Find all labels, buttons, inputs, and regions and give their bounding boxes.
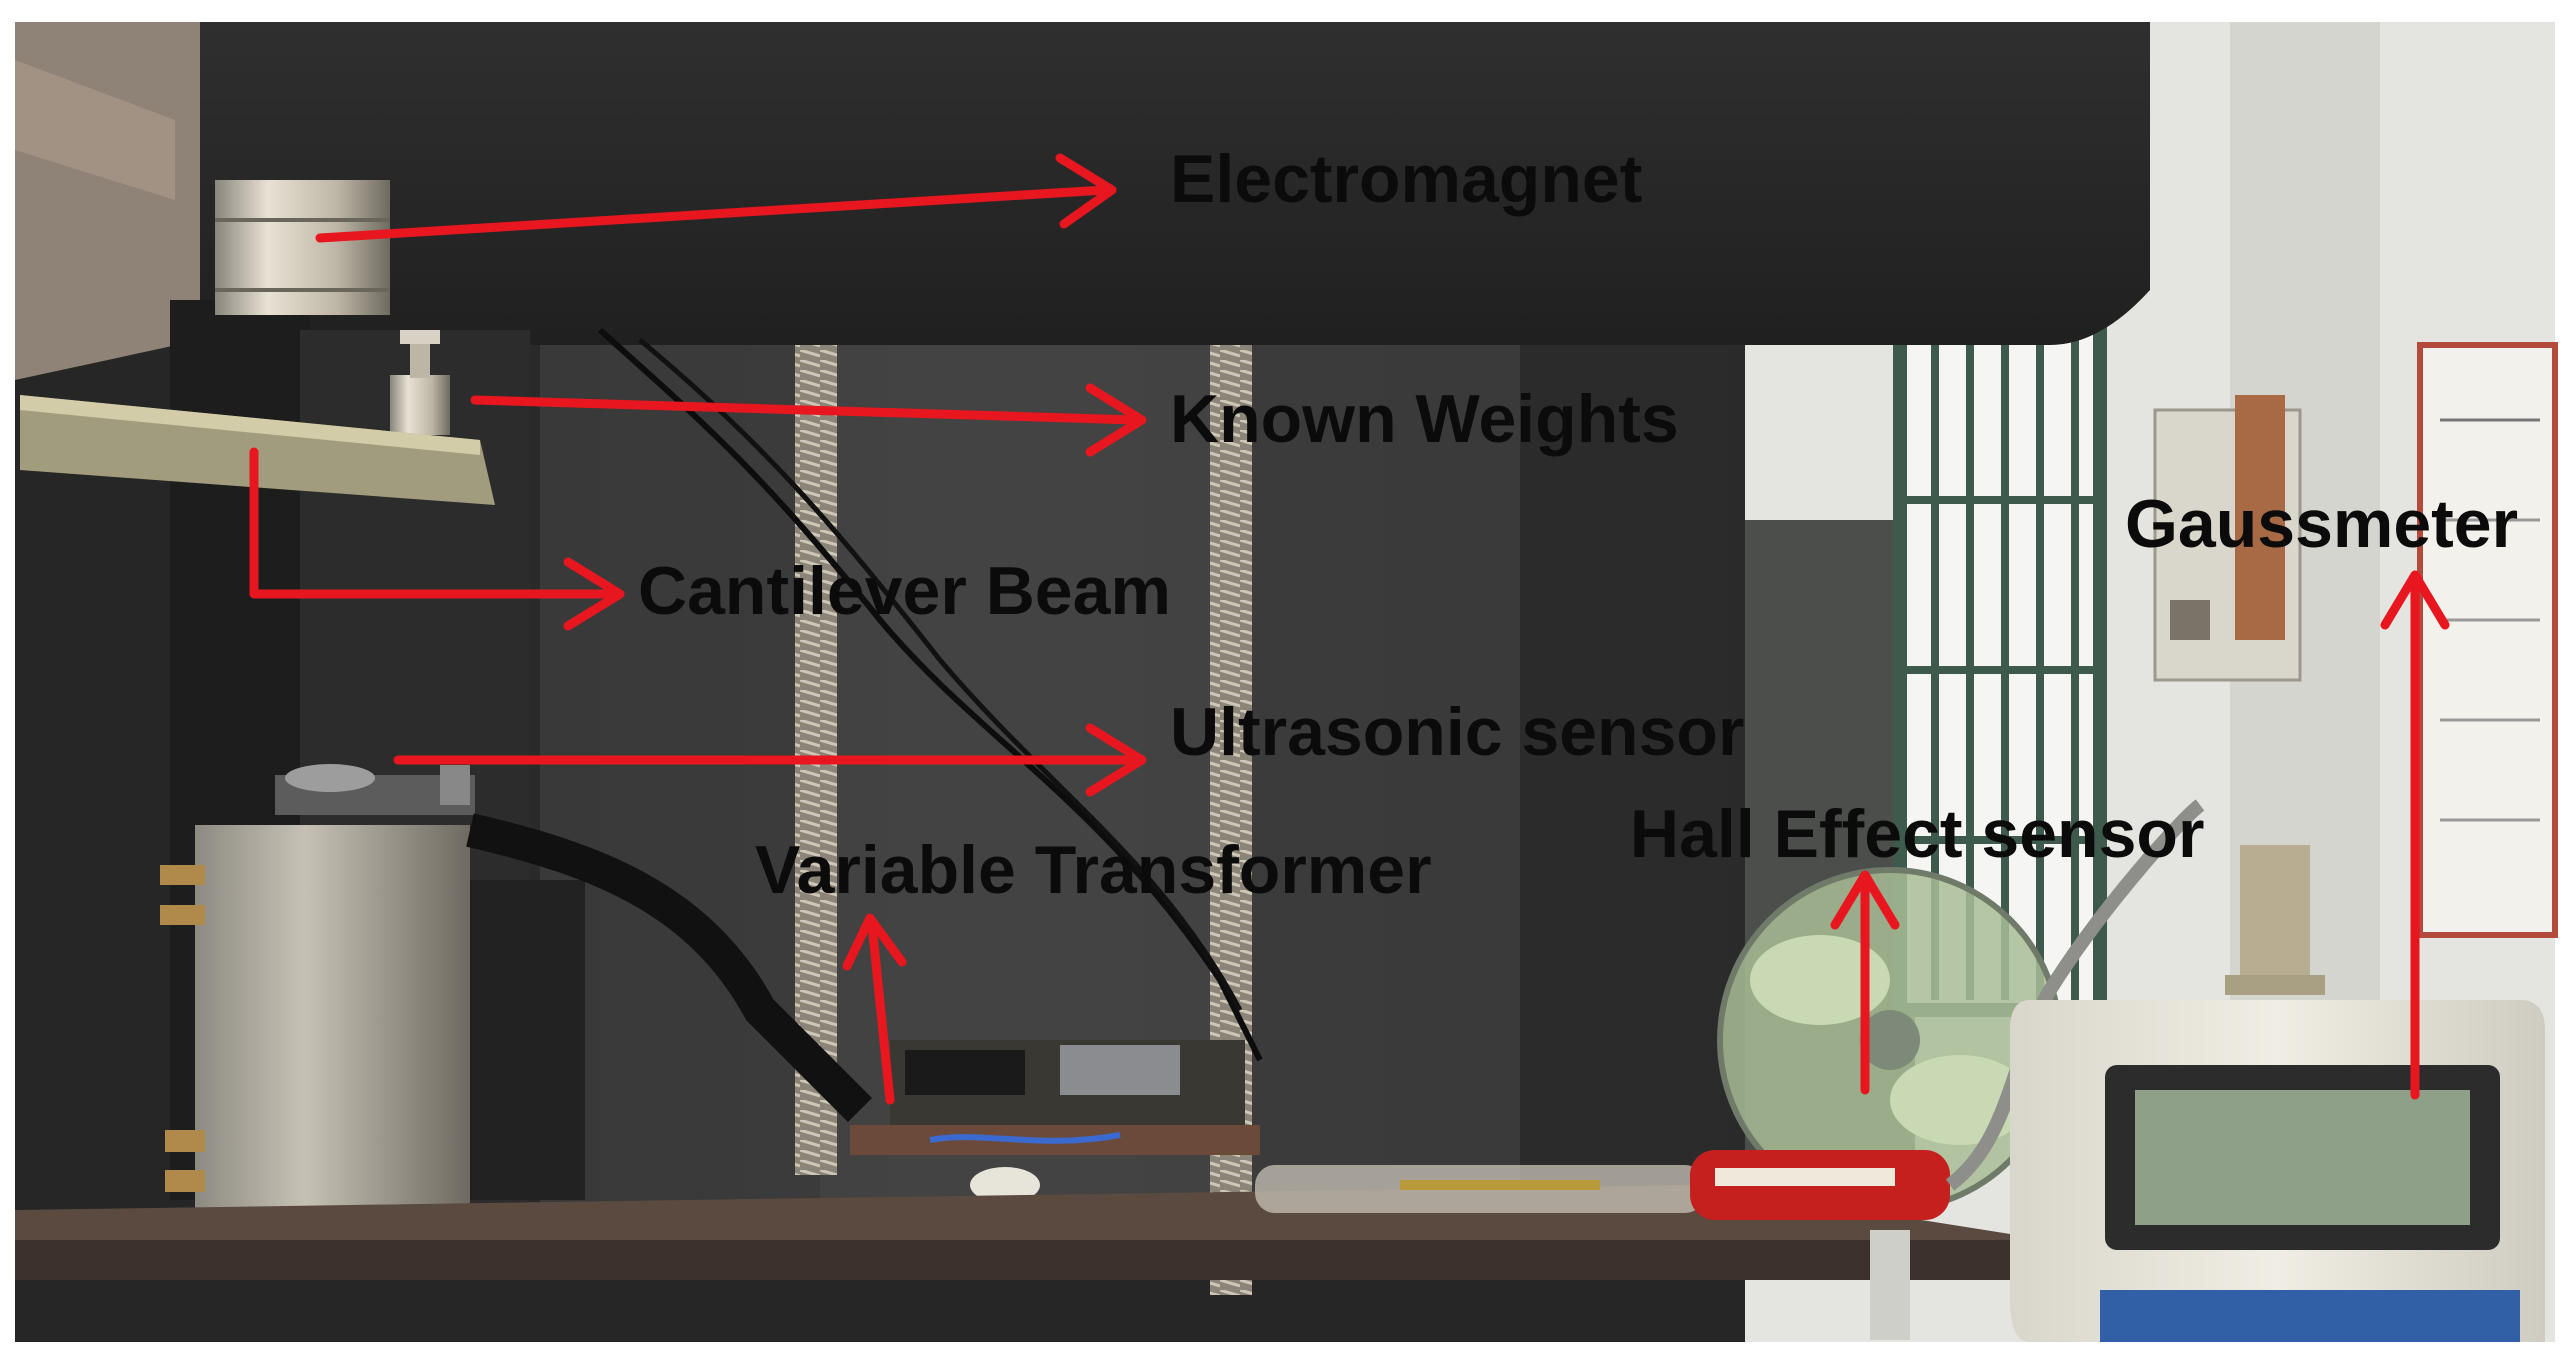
arrow-cantilever-beam: [249, 447, 617, 599]
wall-chart: [2417, 342, 2558, 938]
table-fan: [1717, 867, 2063, 1340]
known-weights-device: [390, 330, 450, 435]
switch-board: [2153, 395, 2302, 682]
annotation-arrows: [249, 153, 2450, 1105]
label-known-weights: Known Weights: [1170, 381, 1679, 457]
arrow-variable-transformer: [867, 920, 895, 1105]
cabinet-top-plate: [200, 22, 2150, 345]
label-hall-effect-sensor: Hall Effect sensor: [1630, 796, 2205, 872]
label-gaussmeter: Gaussmeter: [2125, 486, 2519, 562]
circuit-board: [850, 1040, 1260, 1203]
label-electromagnet: Electromagnet: [1170, 141, 1643, 217]
electromagnet-device: [215, 180, 390, 315]
gaussmeter-device: [2010, 845, 2545, 1342]
hall-effect-sensor-device: [1255, 799, 2205, 1220]
photo: [15, 22, 2558, 1342]
arrow-known-weights: [470, 395, 1140, 425]
label-ultrasonic-sensor: Ultrasonic sensor: [1170, 694, 1745, 770]
label-variable-transformer: Variable Transformer: [755, 832, 1432, 908]
arrow-electromagnet: [315, 185, 1110, 243]
label-cantilever-beam: Cantilever Beam: [638, 553, 1171, 629]
variable-transformer-device: [160, 813, 873, 1225]
ultrasonic-sensor-device: [275, 764, 475, 815]
